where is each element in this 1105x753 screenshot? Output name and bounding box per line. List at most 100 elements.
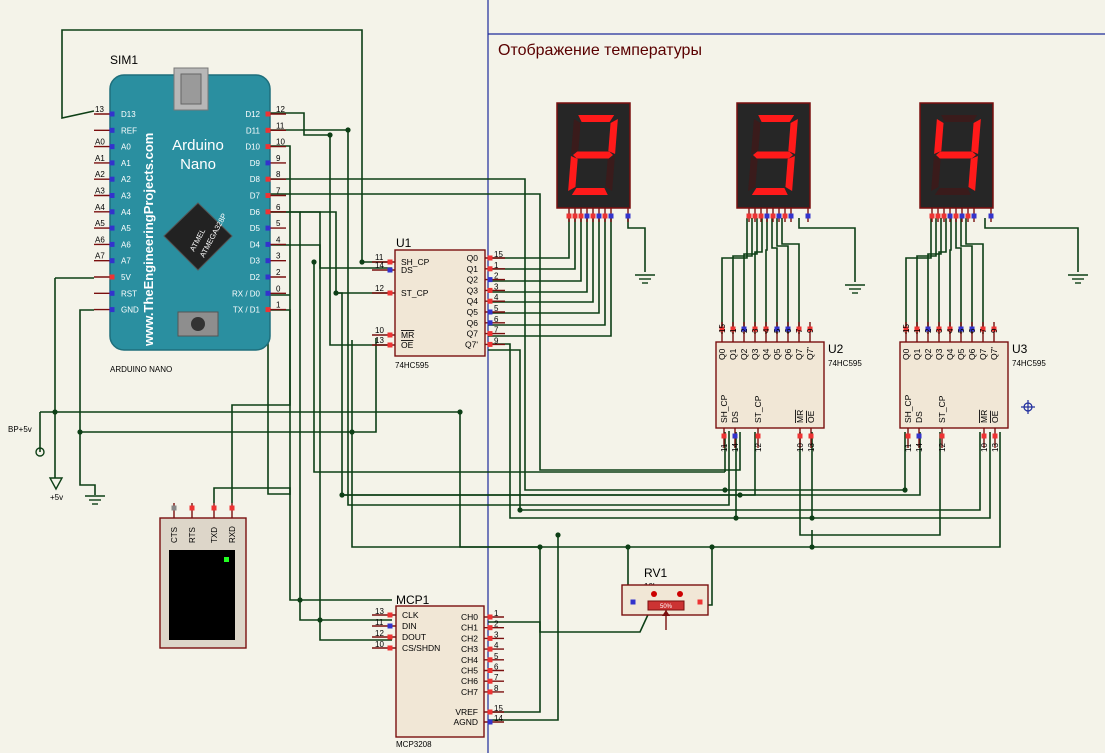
arduino-pin-label: A0 <box>121 143 131 152</box>
mcp-pin-num: 6 <box>494 663 499 672</box>
u2-pin-label: OE <box>806 410 816 423</box>
u1-pin-label: Q7' <box>465 339 478 349</box>
mcp-pin-num: 2 <box>494 620 499 629</box>
u1-pin-label: SH_CP <box>401 257 430 267</box>
reset-button-icon[interactable] <box>177 311 219 337</box>
pin-state-marker <box>572 213 578 219</box>
u2-pin-label: Q5 <box>772 348 782 360</box>
pin-state-marker <box>211 505 217 511</box>
u2-pin-num: 5 <box>773 328 782 333</box>
pin-state-marker <box>914 326 920 332</box>
mcp-pin-label: CH5 <box>461 666 478 676</box>
terminal-screen <box>169 550 235 640</box>
u3-pin-num: 3 <box>935 328 944 333</box>
arduino-pin-num: 13 <box>95 105 104 114</box>
arduino-pin-label: D9 <box>250 159 261 168</box>
u1-body <box>394 249 486 357</box>
display-segment <box>788 119 798 154</box>
u1-pin-num: 7 <box>494 326 499 335</box>
pin-state-marker <box>936 326 942 332</box>
shift-register-u3[interactable]: U374HC59515Q01Q12Q23Q34Q45Q56Q67Q79Q7'11… <box>899 322 1046 452</box>
arduino-website: www.TheEngineeringProjects.com <box>141 133 156 347</box>
u3-pin-label: SH_CP <box>903 394 913 423</box>
u2-pin-num: 11 <box>720 443 729 452</box>
u3-pin-label: Q4 <box>945 348 955 360</box>
rv1-inc-icon[interactable] <box>677 591 683 597</box>
pin-state-marker <box>487 709 493 715</box>
display-segment <box>578 115 615 122</box>
mcp-type: MCP3208 <box>396 740 432 749</box>
u1-pin-label: Q3 <box>467 285 479 295</box>
display-segment <box>605 156 615 191</box>
reset-button-cap-icon[interactable] <box>191 317 205 331</box>
pin-state-marker <box>752 213 758 219</box>
wire <box>488 218 588 293</box>
pin-state-marker <box>487 341 493 347</box>
pin-state-marker <box>608 213 614 219</box>
mcp-pin-label: VREF <box>455 707 478 717</box>
bp-terminal-icon <box>35 447 45 457</box>
display-segment <box>971 119 981 154</box>
arduino-pin-label: A2 <box>121 175 131 184</box>
pin-state-marker <box>387 290 393 296</box>
junction-dot <box>809 515 815 521</box>
junction-dot <box>737 492 743 498</box>
pin-state-marker <box>487 309 493 315</box>
arduino-pin-num: 3 <box>276 252 281 261</box>
arduino-name-1: Arduino <box>172 137 224 154</box>
u3-pin-num: 9 <box>990 328 999 333</box>
mcp-pin-label: AGND <box>453 717 478 727</box>
arduino-pin-label: A5 <box>121 224 131 233</box>
pin-state-marker <box>265 209 271 215</box>
potentiometer-rv1[interactable]: RV110k50% <box>621 566 709 630</box>
pin-state-marker <box>487 689 493 695</box>
pin-state-marker <box>903 326 909 332</box>
arduino-pin-label: D3 <box>250 257 261 266</box>
arduino-pin-num: A2 <box>95 170 105 179</box>
wire <box>79 432 96 495</box>
pin-state-marker <box>741 326 747 332</box>
rv1-dec-icon[interactable] <box>651 591 657 597</box>
u3-pin-label: Q5 <box>956 348 966 360</box>
junction-dot <box>537 544 543 550</box>
wire <box>488 218 594 303</box>
arduino-pin-num: 6 <box>276 203 281 212</box>
arduino-pin-label: D5 <box>250 224 261 233</box>
pin-state-marker <box>109 274 115 280</box>
display-segment <box>941 115 978 122</box>
u3-pin-label: DS <box>914 411 924 423</box>
pin-state-marker <box>808 433 814 439</box>
wire <box>268 244 392 269</box>
pin-state-marker <box>630 599 636 605</box>
arduino-pin-num: 2 <box>276 268 281 277</box>
pin-state-marker <box>991 326 997 332</box>
u3-body <box>899 341 1009 429</box>
arduino-pin-num: A1 <box>95 154 105 163</box>
pin-state-marker <box>746 213 752 219</box>
mcp-pin-num: 13 <box>375 607 384 616</box>
wire <box>798 218 856 282</box>
pin-state-marker <box>487 646 493 652</box>
u2-pin-num: 4 <box>762 328 771 333</box>
mcu-chip-icon <box>163 202 233 271</box>
pin-state-marker <box>929 213 935 219</box>
u1-pin-num: 12 <box>375 284 384 293</box>
u3-pin-label: Q7 <box>978 348 988 360</box>
seven-segment-displays[interactable] <box>556 102 994 222</box>
pin-state-marker <box>719 326 725 332</box>
pin-state-marker <box>969 326 975 332</box>
mcp-pin-label: DIN <box>402 621 417 631</box>
arduino-nano[interactable]: SIM1ArduinoNanowww.TheEngineeringProject… <box>94 53 286 374</box>
wire <box>488 218 570 259</box>
pin-state-marker <box>602 213 608 219</box>
u2-pin-num: 15 <box>718 324 727 333</box>
mcp-pin-num: 7 <box>494 673 499 682</box>
u2-pin-label: Q4 <box>761 348 771 360</box>
u1-ref: U1 <box>396 236 412 250</box>
shift-register-u2[interactable]: U274HC59515Q01Q12Q23Q34Q45Q56Q67Q79Q7'11… <box>715 322 862 452</box>
pin-state-marker <box>939 433 945 439</box>
